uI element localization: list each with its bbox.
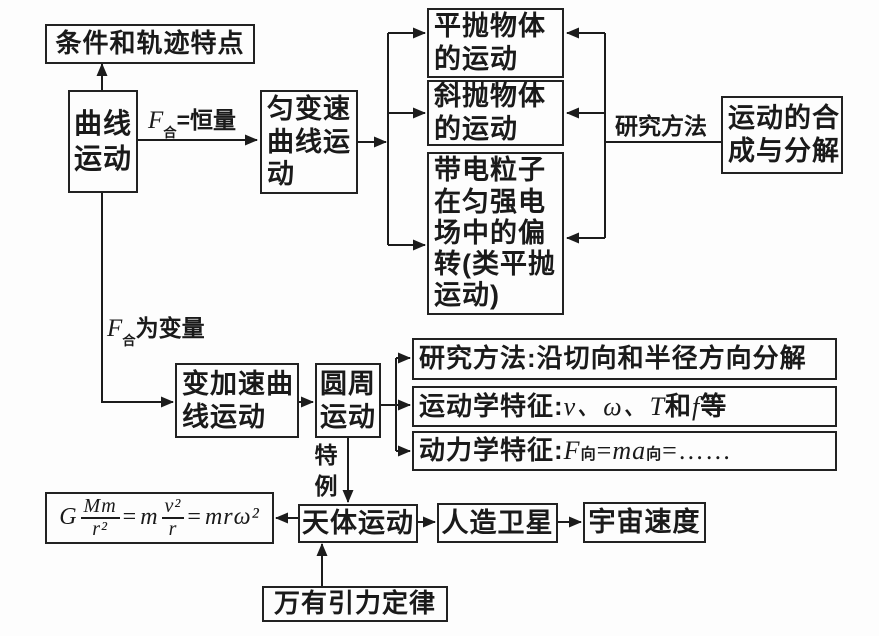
node-variable-accel-curvilinear: 变加速曲 线运动 <box>175 363 299 438</box>
f-variable-rest: 为变量 <box>135 315 205 341</box>
f-constant-subscript: 合 <box>163 124 177 140</box>
dynamics-ma-symbol: ma <box>612 436 647 466</box>
formula-frac2-denominator: r <box>168 518 178 540</box>
node-curvilinear-motion: 曲线 运动 <box>68 90 138 193</box>
edge-label-special-case: 特例 <box>314 442 338 499</box>
edge-label-f-constant: F合=恒量 <box>148 101 237 140</box>
kinematics-prefix: 运动学特征: <box>419 390 564 421</box>
formula-frac1-denominator: r² <box>92 518 108 540</box>
dynamics-equals-ellipsis: =…… <box>662 436 732 466</box>
dynamics-ma-subscript: 向 <box>646 445 663 463</box>
kinematics-variables: v、ω、T <box>563 391 666 421</box>
node-horizontal-projectile: 平抛物体 的运动 <box>427 8 564 78</box>
formula-frac1-numerator: Mm <box>80 496 120 519</box>
node-motion-composition: 运动的合 成与分解 <box>721 96 843 174</box>
node-oblique-projectile: 斜抛物体 的运动 <box>427 80 564 146</box>
formula-fraction-1: Mm r² <box>80 496 120 540</box>
node-uniform-accel-curvilinear: 匀变速 曲线运 动 <box>260 90 358 194</box>
formula-equals-2: = <box>187 504 202 531</box>
f-variable-subscript: 合 <box>122 332 136 348</box>
dynamics-equals-1: = <box>596 436 613 466</box>
node-circular-research-method: 研究方法:沿切向和半径方向分解 <box>412 338 837 380</box>
kinematics-frequency-var: f <box>692 391 701 421</box>
edge-label-research-method: 研究方法 <box>615 113 707 139</box>
node-celestial-motion: 天体运动 <box>298 504 418 543</box>
formula-fraction-2: v² r <box>161 496 185 540</box>
formula-mass: m <box>140 504 159 531</box>
node-charged-particle-deflection: 带电粒子 在匀强电 场中的偏 转(类平抛 运动) <box>427 152 564 315</box>
formula-equals-1: = <box>122 504 138 531</box>
node-universal-gravitation-law: 万有引力定律 <box>262 586 448 622</box>
edge-curvilinear-to-variable-accel <box>101 193 174 408</box>
dynamics-prefix: 动力学特征: <box>419 435 564 466</box>
formula-G: G <box>59 504 78 531</box>
formula-row: G Mm r² = m v² r = mrω² <box>59 496 260 540</box>
node-artificial-satellite: 人造卫星 <box>437 503 558 543</box>
dynamics-force-subscript: 向 <box>580 445 597 463</box>
edge-label-f-variable: F合为变量 <box>107 309 205 348</box>
node-gravitation-formula: G Mm r² = m v² r = mrω² <box>45 492 274 544</box>
f-variable-symbol: F <box>107 315 123 342</box>
node-conditions-trajectory: 条件和轨迹特点 <box>45 24 255 64</box>
formula-tail: mrω² <box>204 504 260 531</box>
formula-frac2-numerator: v² <box>161 496 185 519</box>
node-circular-motion: 圆周 运动 <box>315 363 381 438</box>
f-constant-rest: =恒量 <box>176 107 237 133</box>
kinematics-suffix: 等 <box>700 390 728 421</box>
node-cosmic-velocity: 宇宙速度 <box>583 502 706 543</box>
dynamics-force-symbol: F <box>563 436 581 466</box>
kinematics-conjunction: 和 <box>665 390 693 421</box>
f-constant-symbol: F <box>148 107 164 134</box>
